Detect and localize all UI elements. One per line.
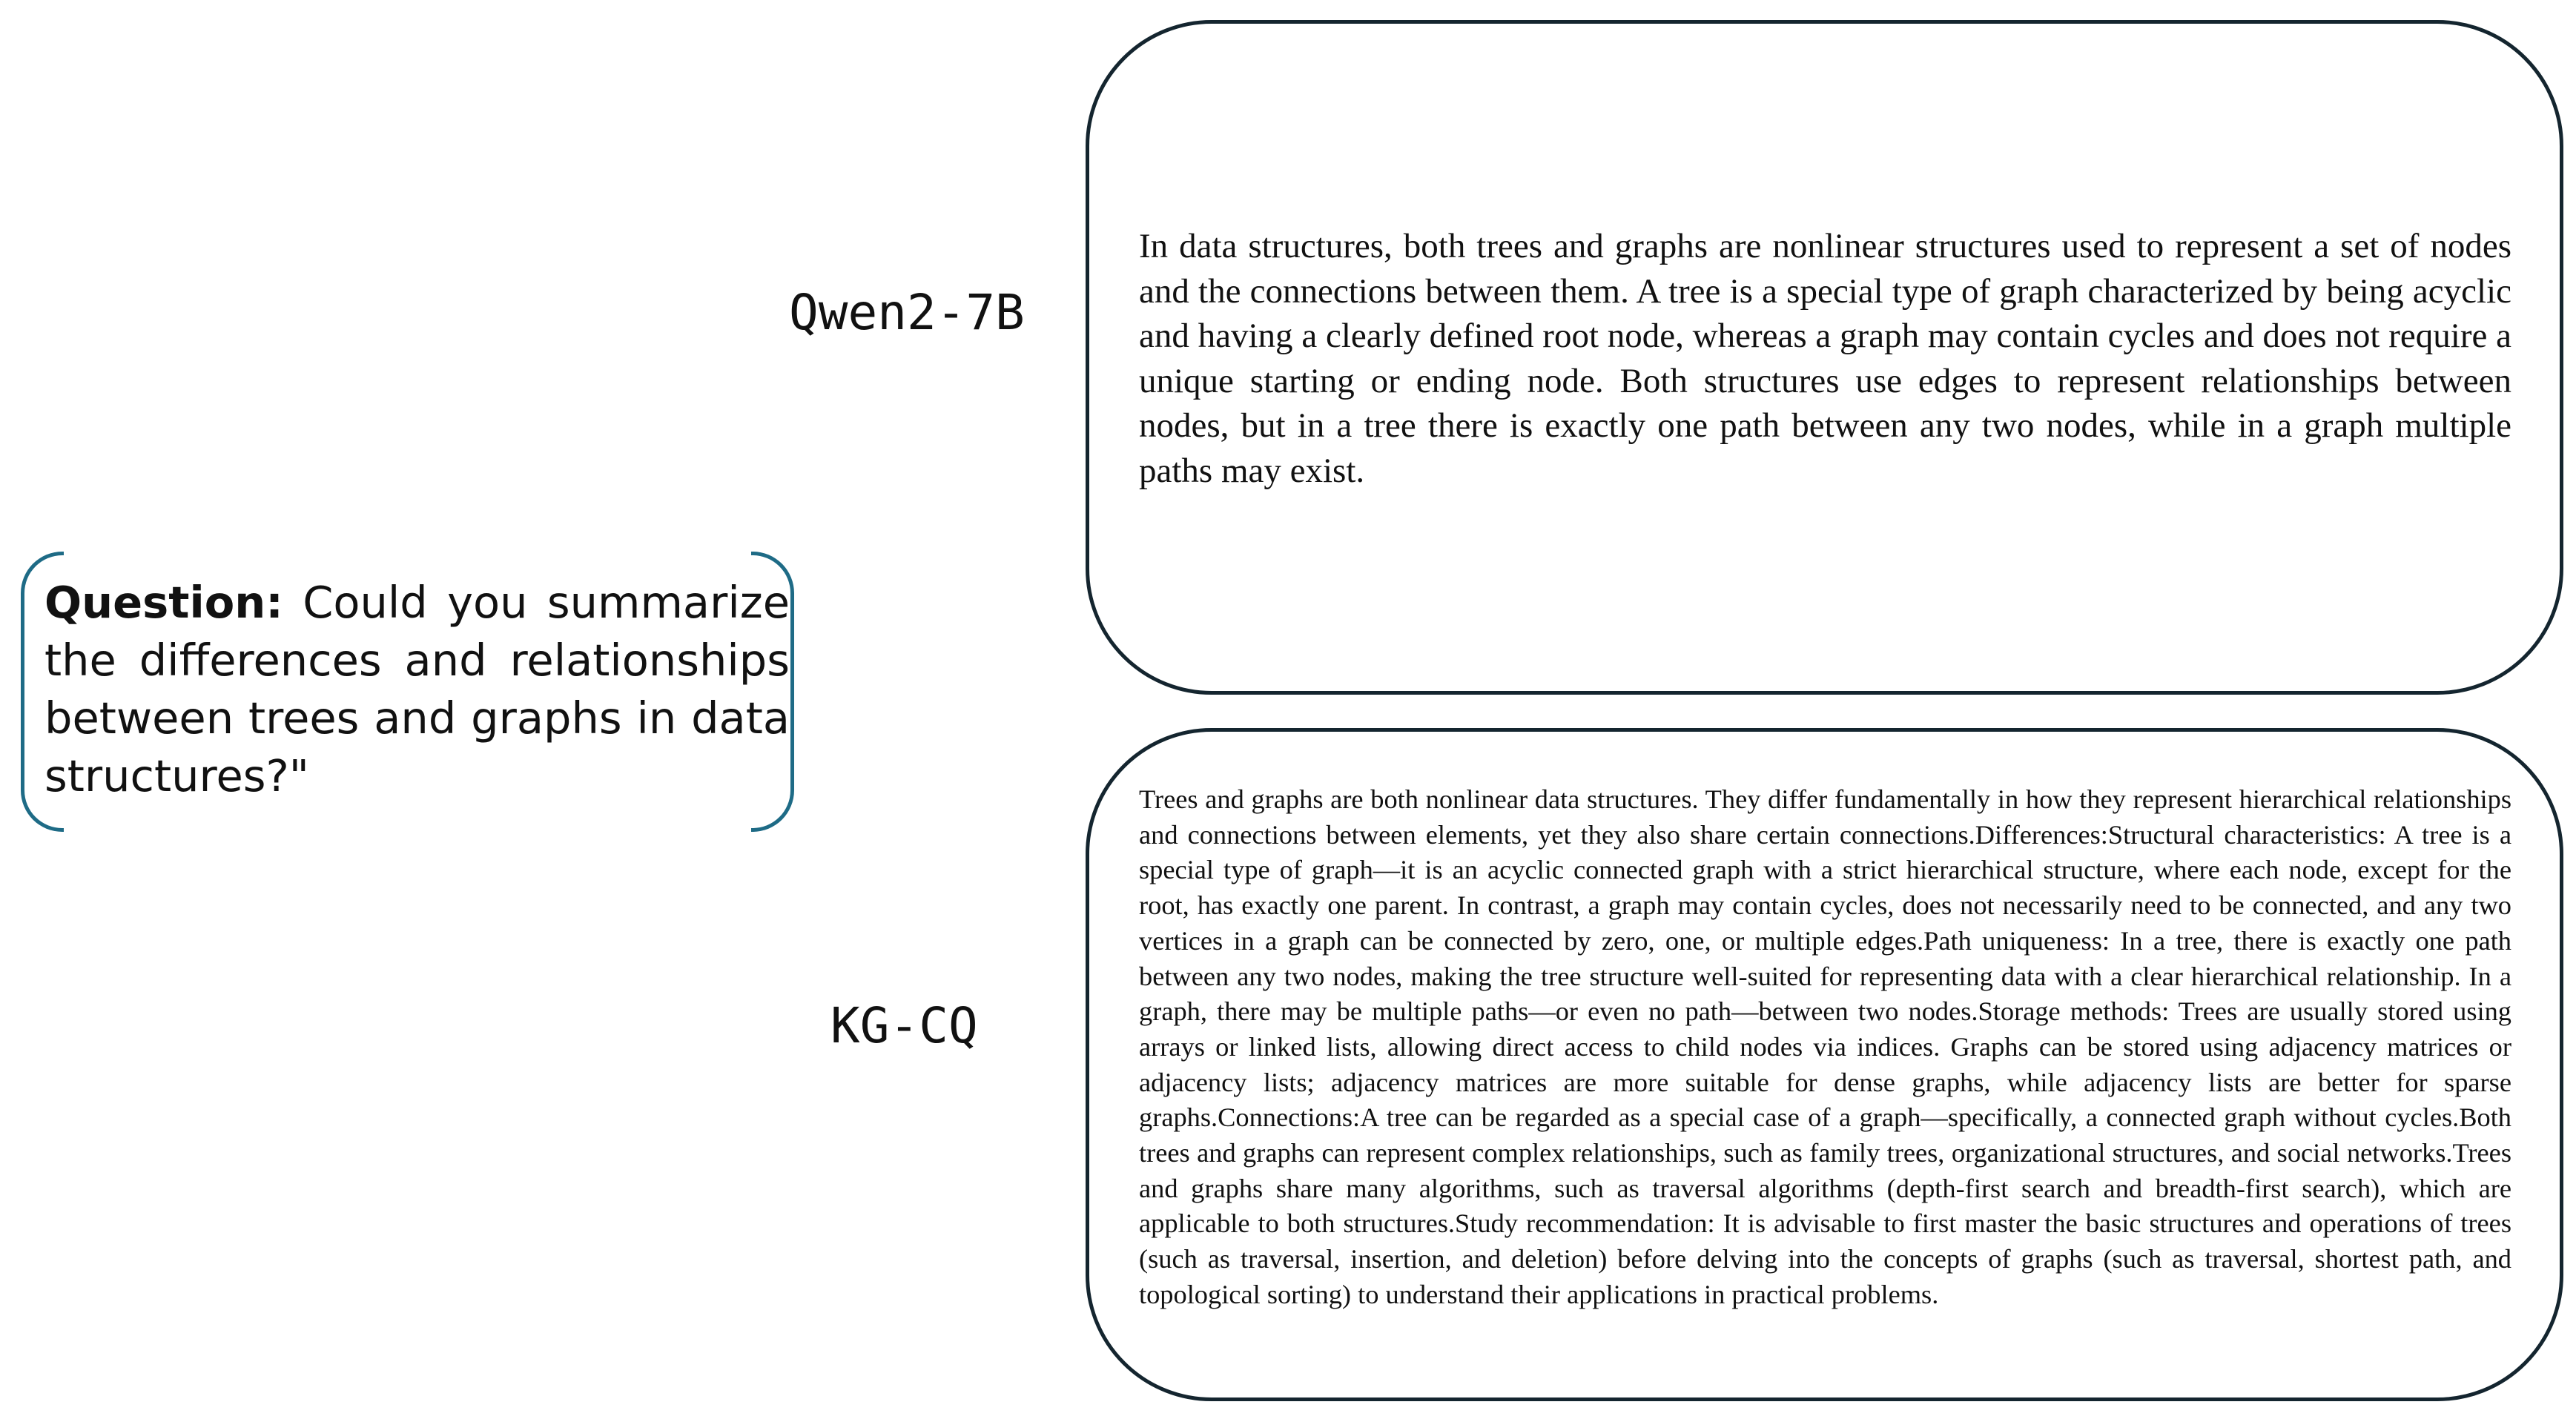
answer-text-kg-cq: Trees and graphs are both nonlinear data…	[1139, 784, 2511, 1309]
question-box: Question: Could you summarize the differ…	[21, 552, 794, 832]
model-label-kg-cq: KG-CQ	[830, 997, 978, 1054]
model-label-qwen2-7b: Qwen2-7B	[789, 284, 1025, 341]
question-body: Could you summarize the differences and …	[44, 577, 790, 801]
answer-text-qwen2-7b: In data structures, both trees and graph…	[1139, 227, 2511, 490]
answer-box-qwen2-7b	[1086, 20, 2563, 695]
question-label: Question:	[44, 577, 283, 628]
question-text: Question: Could you summarize the differ…	[44, 574, 790, 805]
answer-box-kg-cq	[1086, 728, 2563, 1401]
